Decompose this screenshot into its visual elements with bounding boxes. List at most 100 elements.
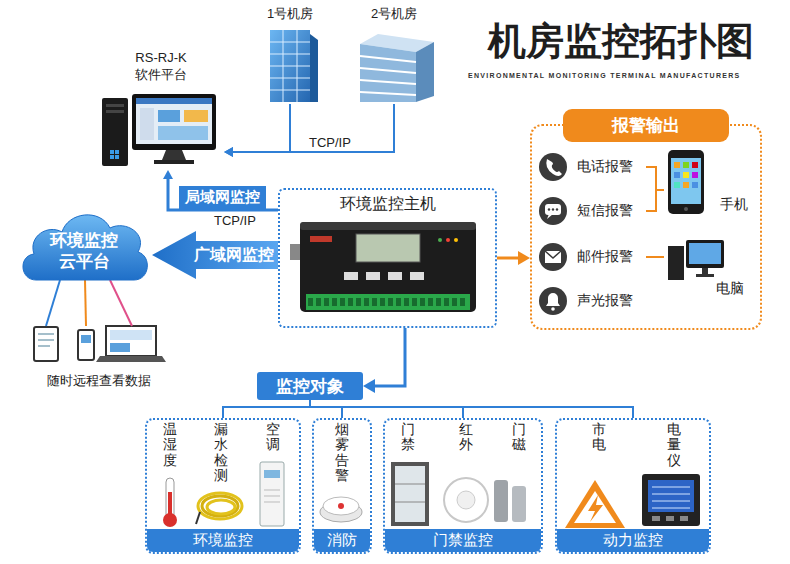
- node-text: 短信报警: [577, 202, 633, 220]
- viewer-devices-illustration-part: [110, 343, 130, 352]
- node-text: 随时远程查看数据: [47, 372, 151, 390]
- alarm-icons-part: [539, 287, 567, 315]
- node-text: 动力监控: [557, 529, 709, 552]
- door-magnet-icon: [494, 480, 526, 522]
- machine-room-1-building-part: [310, 34, 318, 102]
- node-text: 温湿度: [163, 422, 177, 468]
- infrared-sensor-icon: [444, 478, 488, 522]
- mobile-phone-illustration-part: [674, 182, 680, 188]
- host-device-illustration-part: [306, 294, 470, 310]
- connector-line: [85, 280, 86, 326]
- node-text: 电脑: [716, 280, 744, 298]
- machine-room-1-building-part: [270, 30, 310, 102]
- connector-line: [223, 400, 310, 418]
- alarm-icons-part: [552, 208, 554, 210]
- node-text: 环境监控: [147, 529, 299, 552]
- node-text: 声光报警: [577, 292, 633, 310]
- viewer-devices-illustration-part: [81, 335, 91, 343]
- mains-warning-icon: [565, 480, 625, 528]
- door-icon-part: [391, 462, 429, 526]
- alarm-icons-part: [551, 307, 555, 311]
- alarm-item: 电话报警: [538, 150, 646, 184]
- power-meter-icon-part: [680, 516, 688, 521]
- software-pc-illustration-part: [154, 160, 194, 164]
- connector: [310, 400, 463, 418]
- connector-line: [233, 104, 290, 152]
- connector-line: [375, 328, 405, 386]
- alarm-icons-part: [545, 251, 561, 263]
- software-pc-illustration-part: [115, 155, 119, 159]
- connector: [223, 400, 310, 418]
- sensor-item: 市电: [589, 422, 609, 453]
- host-device-illustration-part: [300, 222, 476, 230]
- alarm-panel: 报警输出电话报警短信报警邮件报警声光报警手机电脑: [530, 124, 762, 330]
- door-icon-part: [395, 466, 425, 522]
- mobile-phone-illustration-part: [683, 182, 689, 188]
- sensor-item: 烟雾告警: [332, 422, 352, 484]
- mains-warning-icon-part: [588, 495, 603, 522]
- alarm-icons-part: [546, 293, 560, 306]
- software-pc-illustration-part: [106, 104, 124, 107]
- leak-cable-icon: [196, 493, 242, 524]
- node-text: 邮件报警: [577, 248, 633, 266]
- labeled-icon-box: 1号机房: [256, 4, 324, 104]
- connector: [46, 280, 132, 326]
- node-text: 2号机房: [371, 6, 417, 23]
- text-label: ENVIRONMENTAL MONITORING TERMINAL MANUFA…: [468, 72, 741, 79]
- host-device-illustration-part: [438, 238, 442, 242]
- door-magnet-icon-part: [512, 486, 526, 522]
- software-pc-illustration-part: [115, 150, 119, 154]
- alarm-icons-part: [546, 159, 562, 176]
- host-device-illustration: [290, 222, 476, 312]
- machine-room-2-building-part: [360, 56, 416, 95]
- mains-warning-icon-part: [574, 491, 616, 523]
- node-text: 环境监控 云平台: [46, 230, 122, 273]
- software-pc-illustration-part: [110, 150, 114, 154]
- host-device-illustration-part: [454, 238, 458, 242]
- desktop-computer-illustration-part: [668, 246, 684, 280]
- software-pc-illustration-part: [136, 98, 212, 144]
- desktop-computer-illustration-part: [689, 243, 721, 264]
- thermometer-icon-part: [168, 492, 172, 516]
- software-pc-illustration-part: [158, 110, 180, 122]
- viewer-devices-illustration-part: [38, 334, 54, 346]
- connector: [646, 190, 664, 211]
- desktop-computer-illustration-part: [696, 274, 714, 277]
- connector-line: [310, 400, 633, 418]
- mobile-phone-illustration: [668, 150, 704, 214]
- software-pc-illustration-part: [106, 110, 124, 113]
- alarm-icons-part: [539, 243, 567, 271]
- sensor-item: 门禁: [398, 422, 418, 453]
- sensor-item: 漏水检测: [211, 422, 231, 484]
- mobile-phone-illustration-part: [692, 172, 698, 178]
- machine-room-2-building-part: [416, 42, 434, 102]
- alarm-icons-part: [539, 197, 567, 225]
- viewer-devices-illustration-part: [110, 330, 152, 340]
- edge-label: 广域网监控: [194, 245, 274, 266]
- infrared-sensor-icon-part: [444, 478, 488, 522]
- node-text: 电量仪: [667, 422, 681, 468]
- mobile-phone-illustration-part: [684, 207, 688, 211]
- alarm-item: 邮件报警: [538, 240, 646, 274]
- sensor-item: 温湿度: [160, 422, 180, 468]
- node-text: 漏水检测: [214, 422, 228, 484]
- arrow-head: [363, 379, 375, 393]
- sensor-item: 空调: [263, 422, 283, 453]
- edge-label: 局域网监控: [179, 186, 266, 209]
- alarm-icons-part: [545, 204, 561, 215]
- machine-room-1-building-part: [270, 30, 310, 102]
- connector-line: [310, 400, 342, 418]
- host-device-illustration-part: [344, 272, 358, 280]
- host-device-illustration-part: [356, 234, 420, 262]
- smoke-detector-icon: [320, 497, 362, 522]
- arrow-head: [224, 147, 233, 157]
- alarm-icons: [539, 153, 567, 315]
- mobile-phone-illustration-part: [674, 172, 680, 178]
- node-text: 报警输出: [563, 109, 729, 142]
- alarm-icons-part: [556, 208, 558, 210]
- host-device-illustration-part: [310, 236, 332, 242]
- connector-line: [646, 167, 664, 190]
